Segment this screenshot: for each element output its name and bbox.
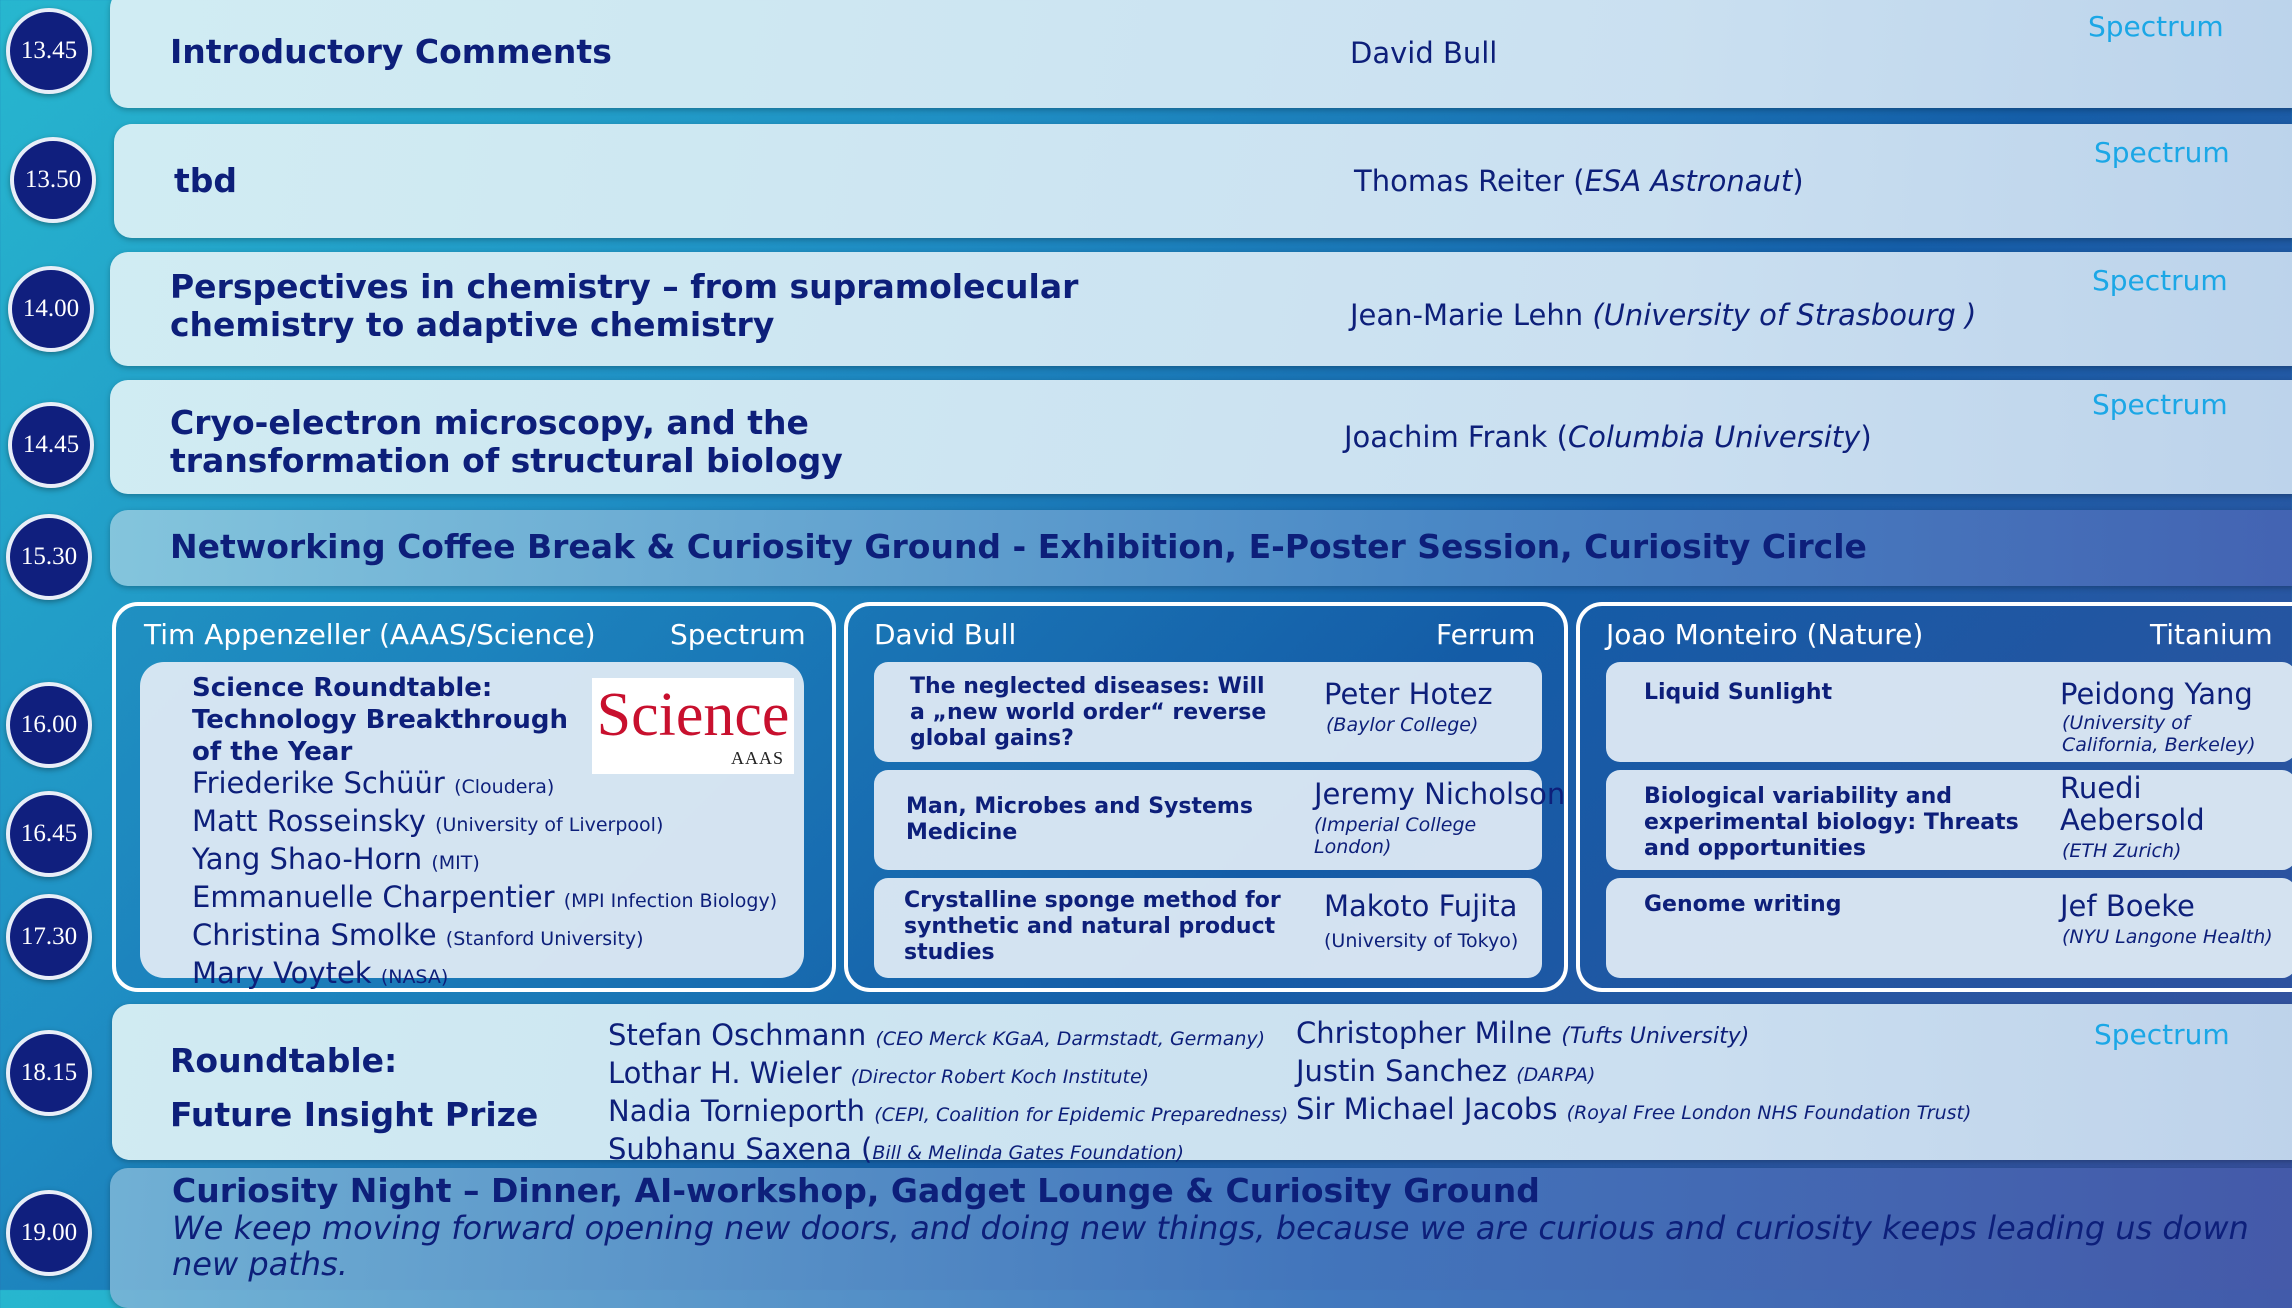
time-badge: 17.30 <box>6 894 92 980</box>
session-science: Tim Appenzeller (AAAS/Science) Spectrum … <box>112 602 836 992</box>
speaker-affiliation: (Imperial College London) <box>1314 814 1477 858</box>
room-label: Spectrum <box>2094 1018 2230 1051</box>
time-badge: 13.50 <box>10 137 96 223</box>
speaker-affiliation: (Baylor College) <box>1326 714 1479 736</box>
roundtable-right: Christopher Milne (Tufts University) Jus… <box>1296 1016 1971 1130</box>
time-badge: 16.00 <box>6 682 92 768</box>
talk-speaker: Thomas Reiter (ESA Astronaut) <box>1354 164 1804 198</box>
speaker-name: Jeremy Nicholson <box>1314 777 1566 811</box>
panelist: Sir Michael Jacobs (Royal Free London NH… <box>1296 1092 1972 1126</box>
panelist: Nadia Tornieporth (CEPI, Coalition for E… <box>608 1094 1289 1128</box>
room-label: Spectrum <box>670 618 806 651</box>
panelist: Lothar H. Wieler (Director Robert Koch I… <box>608 1056 1150 1090</box>
roundtable-title: Science Roundtable:Technology Breakthrou… <box>192 673 568 767</box>
talk-title: Genome writing <box>1644 892 1842 917</box>
panelist: Christopher Milne (Tufts University) <box>1296 1016 1750 1050</box>
time-badge: 14.45 <box>8 402 94 488</box>
talk-title: Perspectives in chemistry – from supramo… <box>170 267 1079 344</box>
time-badge: 19.00 <box>6 1190 92 1276</box>
time-badge: 18.15 <box>6 1030 92 1116</box>
speaker-name: Peter Hotez <box>1324 677 1493 711</box>
talk-speaker: Jean-Marie Lehn (University of Strasbour… <box>1350 298 1977 332</box>
break-title: Networking Coffee Break & Curiosity Grou… <box>170 527 1867 566</box>
talk-speaker: David Bull <box>1350 36 1498 70</box>
speaker-name: Peidong Yang <box>2060 677 2253 711</box>
session-chair: David Bull <box>874 618 1017 651</box>
time-badge: 15.30 <box>6 514 92 600</box>
talk-title: Liquid Sunlight <box>1644 680 1833 705</box>
science-logo: Science AAAS <box>592 678 794 774</box>
talk-title: tbd <box>174 161 238 200</box>
time-badge: 13.45 <box>6 8 92 94</box>
panelist: Matt Rosseinsky (University of Liverpool… <box>192 804 664 838</box>
speaker-name: Makoto Fujita <box>1324 889 1518 923</box>
room-label: Spectrum <box>2092 388 2228 421</box>
talk-title: Introductory Comments <box>170 32 612 71</box>
panelist: Friederike Schüür (Cloudera) <box>192 766 555 800</box>
break-row: Networking Coffee Break & Curiosity Grou… <box>110 510 2292 586</box>
speaker-affiliation: (ETH Zurich) <box>2062 840 2182 862</box>
panelist: Stefan Oschmann (CEO Merck KGaA, Darmsta… <box>608 1018 1266 1052</box>
night-row: Curiosity Night – Dinner, AI-workshop, G… <box>110 1168 2292 1308</box>
roundtable-left: Stefan Oschmann (CEO Merck KGaA, Darmsta… <box>608 1018 1288 1170</box>
session-titanium: Joao Monteiro (Nature) Titanium Liquid S… <box>1576 602 2292 992</box>
time-badge: 14.00 <box>8 266 94 352</box>
room-label: Spectrum <box>2094 136 2230 169</box>
night-quote: We keep moving forward opening new doors… <box>172 1209 2249 1283</box>
roundtable-row: Roundtable:Future Insight Prize Stefan O… <box>112 1004 2292 1166</box>
panelist: Yang Shao-Horn (MIT) <box>192 842 480 876</box>
talk-card: Liquid Sunlight Peidong Yang (University… <box>1606 662 2292 762</box>
panelist: Subhanu Saxena (Bill & Melinda Gates Fou… <box>608 1132 1185 1166</box>
talk-row: Perspectives in chemistry – from supramo… <box>110 252 2292 366</box>
talk-speaker: Joachim Frank (Columbia University) <box>1344 420 1872 454</box>
talk-row: Introductory Comments David Bull Spectru… <box>110 0 2292 108</box>
speaker-affiliation: (NYU Langone Health) <box>2062 926 2273 948</box>
panelist: Emmanuelle Charpentier (MPI Infection Bi… <box>192 880 778 914</box>
room-label: Spectrum <box>2092 264 2228 297</box>
panelist: Mary Voytek (NASA) <box>192 956 449 990</box>
roundtable-title: Roundtable:Future Insight Prize <box>170 1041 539 1134</box>
time-badge: 16.45 <box>6 791 92 877</box>
night-title: Curiosity Night – Dinner, AI-workshop, G… <box>172 1171 1540 1210</box>
session-chair: Joao Monteiro (Nature) <box>1606 618 1924 651</box>
room-label: Spectrum <box>2088 10 2224 43</box>
talk-row: tbd Thomas Reiter (ESA Astronaut) Spectr… <box>114 124 2292 238</box>
session-chair: Tim Appenzeller (AAAS/Science) <box>144 618 596 651</box>
roundtable-card: Science Roundtable:Technology Breakthrou… <box>140 662 804 990</box>
talk-card: Genome writing Jef Boeke (NYU Langone He… <box>1606 878 2292 978</box>
speaker-name: Jef Boeke <box>2060 889 2195 923</box>
room-label: Titanium <box>2150 618 2273 651</box>
panelist: Justin Sanchez (DARPA) <box>1296 1054 1596 1088</box>
panelist: Christina Smolke (Stanford University) <box>192 918 644 952</box>
speaker-affiliation: (University of Tokyo) <box>1324 930 1519 952</box>
room-label: Ferrum <box>1436 618 1536 651</box>
session-ferrum: David Bull Ferrum The neglected diseases… <box>844 602 1568 992</box>
panel-list: Friederike Schüür (Cloudera) Matt Rossei… <box>192 766 777 994</box>
